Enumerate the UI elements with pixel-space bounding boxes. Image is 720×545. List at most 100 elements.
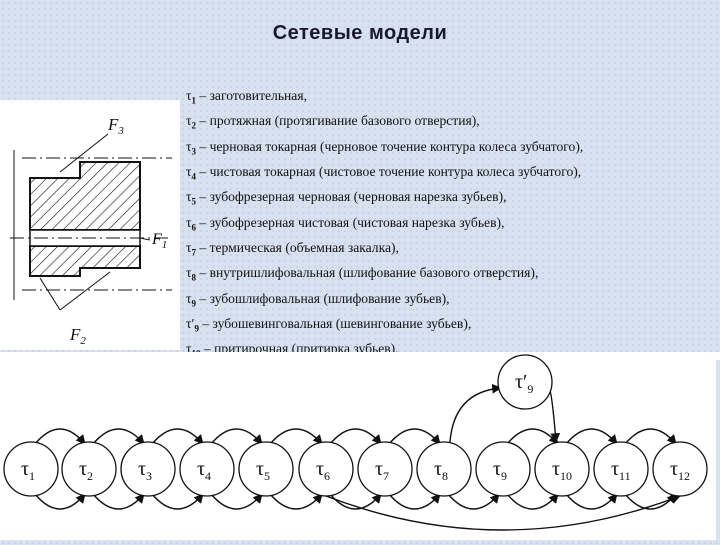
arc-bottom	[447, 493, 500, 510]
operation-item: τ5 – зубофрезерная черновая (черновая на…	[186, 187, 720, 212]
network-node: τ′9	[497, 354, 553, 410]
arc-top	[151, 428, 204, 445]
operation-text: – зубошевинговальная (шевингование зубье…	[198, 315, 472, 331]
arc-bottom	[92, 493, 145, 510]
arc-top	[329, 428, 382, 445]
operation-text: – заготовительная,	[195, 88, 307, 103]
operation-index: 1	[191, 95, 196, 106]
node-label: τ5	[256, 458, 270, 483]
operation-text: – внутришлифовальная (шлифование базовог…	[195, 265, 539, 281]
node-label: τ10	[552, 458, 572, 483]
arc-to-alt	[449, 383, 502, 443]
operation-text: – зубошлифовальная (шлифование зубьев),	[195, 290, 450, 306]
network-node: τ11	[593, 441, 649, 497]
operation-index: 3	[191, 146, 196, 157]
arc-top	[34, 428, 86, 445]
operation-symbol: τ′	[186, 315, 195, 331]
arc-long-bottom	[325, 494, 681, 531]
arc-bottom	[269, 493, 323, 510]
operation-index: 9	[191, 298, 196, 309]
operation-symbol: τ	[186, 341, 192, 357]
force-label-f2: F2	[69, 325, 86, 347]
operation-text: – зубофрезерная черновая (черновая нарез…	[195, 189, 507, 205]
network-node: τ6	[298, 441, 354, 497]
arc-bottom	[565, 493, 618, 510]
operation-symbol: τ	[186, 88, 192, 103]
network-model-panel: τ1 τ2 τ3 τ4 τ5 τ6 τ7 τ8 τ9 τ10 τ11 τ12 τ′9	[0, 352, 720, 540]
operation-item: τ1 – заготовительная,	[186, 86, 720, 111]
node-label: τ7	[375, 458, 389, 483]
arc-top	[565, 428, 618, 445]
node-circle	[497, 354, 553, 410]
network-node: τ10	[534, 441, 590, 497]
node-label: τ12	[670, 458, 690, 483]
operation-symbol: τ	[186, 138, 192, 154]
operation-index: 4	[191, 171, 196, 182]
node-circle	[475, 441, 531, 497]
node-label: τ8	[434, 458, 448, 483]
operation-symbol: τ	[186, 214, 192, 230]
network-node: τ7	[357, 441, 413, 497]
node-label: τ2	[79, 458, 93, 483]
node-circle	[120, 441, 176, 497]
operation-text: – зубофрезерная чистовая (чистовая нарез…	[195, 214, 505, 230]
node-label: τ6	[316, 458, 330, 483]
network-node: τ9	[475, 441, 531, 497]
operation-index: 2	[191, 121, 196, 132]
node-label: τ1	[21, 458, 35, 483]
node-circle	[534, 441, 590, 497]
arc-bottom	[34, 493, 86, 510]
slide-title: Сетевые модели	[272, 22, 448, 44]
node-circle	[298, 441, 354, 497]
operation-item: τ4 – чистовая токарная (чистовое точение…	[186, 162, 720, 187]
node-label: τ′9	[515, 371, 533, 396]
node-circle	[652, 441, 708, 497]
operation-index: 6	[191, 222, 196, 233]
node-circle	[3, 441, 59, 497]
operation-item: τ′9 – зубошевинговальная (шевингование з…	[186, 314, 720, 339]
operation-symbol: τ	[186, 113, 192, 129]
operation-item: τ6 – зубофрезерная чистовая (чистовая на…	[186, 213, 720, 238]
operation-index: 7	[191, 247, 196, 258]
operation-symbol: τ	[186, 189, 192, 205]
arc-top	[506, 428, 559, 445]
gear-section-drawing: F3 F1 F2	[0, 100, 180, 350]
operation-symbol: τ	[186, 239, 192, 255]
arc-from-alt	[548, 387, 561, 443]
operation-index: 5	[191, 196, 196, 207]
node-circle	[593, 441, 649, 497]
operation-item: τ9 – зубошлифовальная (шлифование зубьев…	[186, 289, 720, 314]
operation-text: – чистовая токарная (чистовое точение ко…	[195, 163, 582, 179]
arc-top	[269, 428, 323, 445]
node-label: τ9	[493, 458, 507, 483]
operation-symbol: τ	[186, 290, 192, 306]
operation-symbol: τ	[186, 163, 192, 179]
operation-item: τ8 – внутришлифовальная (шлифование базо…	[186, 263, 720, 288]
arc-bottom	[388, 493, 441, 510]
operation-item: τ2 – протяжная (протягивание базового от…	[186, 111, 720, 136]
arc-bottom	[506, 493, 559, 510]
network-node: τ4	[179, 441, 235, 497]
network-node: τ12	[652, 441, 708, 497]
node-circle	[357, 441, 413, 497]
operation-index: 9	[194, 323, 199, 334]
network-model-diagram: τ1 τ2 τ3 τ4 τ5 τ6 τ7 τ8 τ9 τ10 τ11 τ12 τ′9	[3, 354, 708, 531]
network-node: τ3	[120, 441, 176, 497]
operation-index: 8	[191, 272, 196, 283]
operation-text: – протяжная (протягивание базового отвер…	[195, 113, 480, 129]
network-node: τ1	[3, 441, 59, 497]
operation-item: τ7 – термическая (объемная закалка),	[186, 238, 720, 263]
node-label: τ4	[197, 458, 211, 483]
arc-top	[388, 428, 441, 445]
node-label: τ3	[138, 458, 152, 483]
network-node: τ8	[416, 441, 472, 497]
arc-top	[210, 428, 263, 445]
arc-bottom	[210, 493, 263, 510]
force-label-f3: F3	[107, 115, 124, 137]
node-circle	[238, 441, 294, 497]
operation-item: τ3 – черновая токарная (черновое точение…	[186, 137, 720, 162]
arc-top	[92, 428, 145, 445]
node-circle	[416, 441, 472, 497]
operation-symbol: τ	[186, 265, 192, 281]
slide-edge	[716, 360, 720, 540]
